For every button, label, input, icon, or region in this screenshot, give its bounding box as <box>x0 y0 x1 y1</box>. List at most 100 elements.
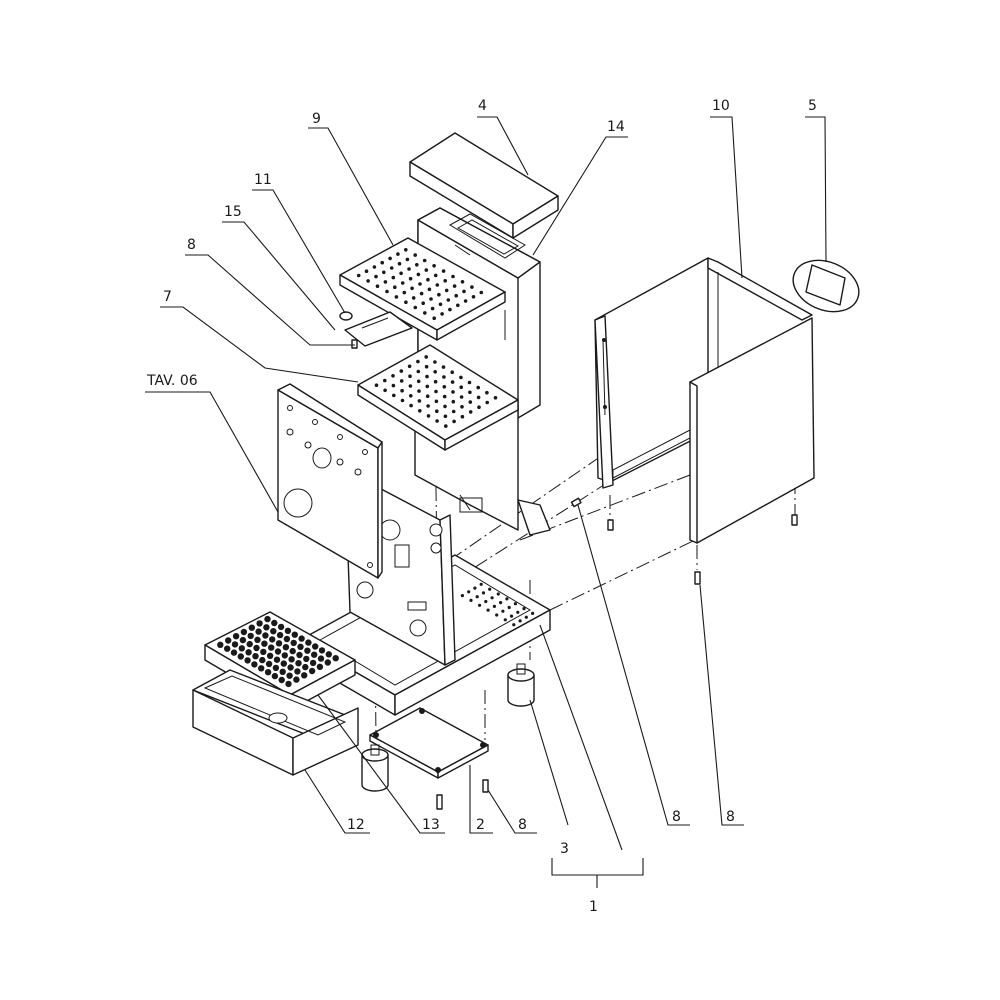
callout-tav-06: TAV. 06 <box>146 373 198 389</box>
callout-2: 2 <box>476 817 485 833</box>
drip-grid-hole <box>295 660 302 667</box>
perforation-hole <box>425 384 430 389</box>
perforation-hole <box>451 274 455 279</box>
perforation-hole <box>454 293 459 298</box>
perforation-hole <box>531 611 535 616</box>
drip-grid-hole <box>284 627 292 634</box>
drip-grid-hole <box>297 643 304 650</box>
perforation-hole <box>493 396 498 400</box>
perforation-hole <box>391 374 395 378</box>
perforation-hole <box>479 290 484 295</box>
drip-grid-hole <box>230 649 238 656</box>
tav-06-front-panel <box>277 383 383 579</box>
drip-grid-hole <box>245 649 252 656</box>
perforation-hole <box>423 311 427 315</box>
callout-11: 11 <box>254 172 272 188</box>
perforation-hole <box>374 274 378 279</box>
callout-8-bottom: 8 <box>518 817 527 833</box>
drip-grid-hole <box>324 659 331 666</box>
perforation-hole <box>405 257 410 262</box>
callout-9: 9 <box>312 111 321 127</box>
perforation-hole <box>459 375 463 380</box>
perforation-hole <box>416 272 421 277</box>
perforation-hole <box>442 385 447 389</box>
perforation-hole <box>476 395 481 400</box>
drip-grid-hole <box>304 647 311 654</box>
perforation-hole <box>501 609 505 613</box>
drip-grid-hole <box>244 657 251 664</box>
drip-grid-hole <box>246 640 253 648</box>
drip-grid-hole <box>278 676 285 684</box>
perforation-hole <box>432 264 436 268</box>
perforation-hole <box>372 265 377 269</box>
perforation-hole <box>468 410 473 414</box>
perforation-hole <box>426 404 430 408</box>
callout-8-right: 8 <box>726 809 735 825</box>
perforation-hole <box>468 390 472 395</box>
perforation-hole <box>416 359 420 364</box>
perforation-hole <box>385 289 389 294</box>
perforation-hole <box>409 403 413 408</box>
callout-3: 3 <box>560 841 569 857</box>
perforation-hole <box>467 590 471 594</box>
part-12-drip-tray <box>192 669 359 776</box>
perforation-hole <box>516 610 520 614</box>
drip-grid-hole <box>271 619 278 627</box>
perforation-hole <box>418 409 422 413</box>
perforation-hole <box>425 394 430 399</box>
perforation-hole <box>470 285 474 289</box>
perforation-hole <box>443 279 448 283</box>
perforation-hole <box>441 365 446 369</box>
drip-grid-hole <box>247 632 254 640</box>
perforation-hole <box>485 400 490 405</box>
perforation-hole <box>416 379 421 384</box>
perforation-hole <box>426 277 430 282</box>
drip-grid-hole <box>274 648 282 655</box>
perforation-hole <box>413 253 418 257</box>
perforation-hole <box>496 592 500 596</box>
part-11-grommet <box>339 311 353 321</box>
part-10-side-panels <box>594 257 815 544</box>
perforation-hole <box>435 409 439 414</box>
callout-15: 15 <box>224 204 242 220</box>
perforation-hole <box>413 305 418 310</box>
perforation-hole <box>418 282 422 286</box>
drip-grid-hole <box>311 651 318 658</box>
drip-grid-hole <box>260 648 267 656</box>
drip-grid-hole <box>239 636 247 644</box>
part-9-cup-warmer-plate <box>339 237 506 341</box>
perforation-hole <box>433 273 438 278</box>
perforation-hole <box>440 312 444 316</box>
perforation-hole <box>499 601 503 605</box>
drip-grid-hole <box>303 655 310 663</box>
perforation-hole <box>417 399 422 403</box>
perforation-hole <box>383 378 387 383</box>
drip-grid-hole <box>259 656 266 664</box>
drip-grid-hole <box>237 653 244 660</box>
drip-grid-hole <box>318 647 326 654</box>
drip-grid-hole <box>248 624 255 631</box>
drip-grid-hole <box>275 640 283 647</box>
drip-grid-hole <box>280 660 287 667</box>
perforation-hole <box>488 587 492 591</box>
drip-grid-hole <box>224 645 231 652</box>
drip-grid-hole <box>285 680 292 688</box>
perforation-hole <box>393 285 397 290</box>
perforation-hole <box>467 380 472 385</box>
drip-grid-hole <box>265 660 273 668</box>
perforation-hole <box>434 389 438 394</box>
perforation-hole <box>421 301 426 306</box>
perforation-hole <box>435 283 440 287</box>
perforation-hole <box>429 297 433 301</box>
perforation-hole <box>522 607 526 611</box>
perforation-hole <box>490 596 494 600</box>
perforation-hole <box>477 405 481 410</box>
perforation-hole <box>408 374 412 379</box>
perforation-hole <box>409 394 413 398</box>
perforation-hole <box>481 591 486 595</box>
part-15-bracket <box>344 311 413 347</box>
perforation-hole <box>471 295 476 299</box>
callout-labels: 4 14 10 5 9 11 15 8 7 TAV. 06 12 13 2 8 … <box>146 98 817 915</box>
drip-grid-hole <box>296 651 303 659</box>
